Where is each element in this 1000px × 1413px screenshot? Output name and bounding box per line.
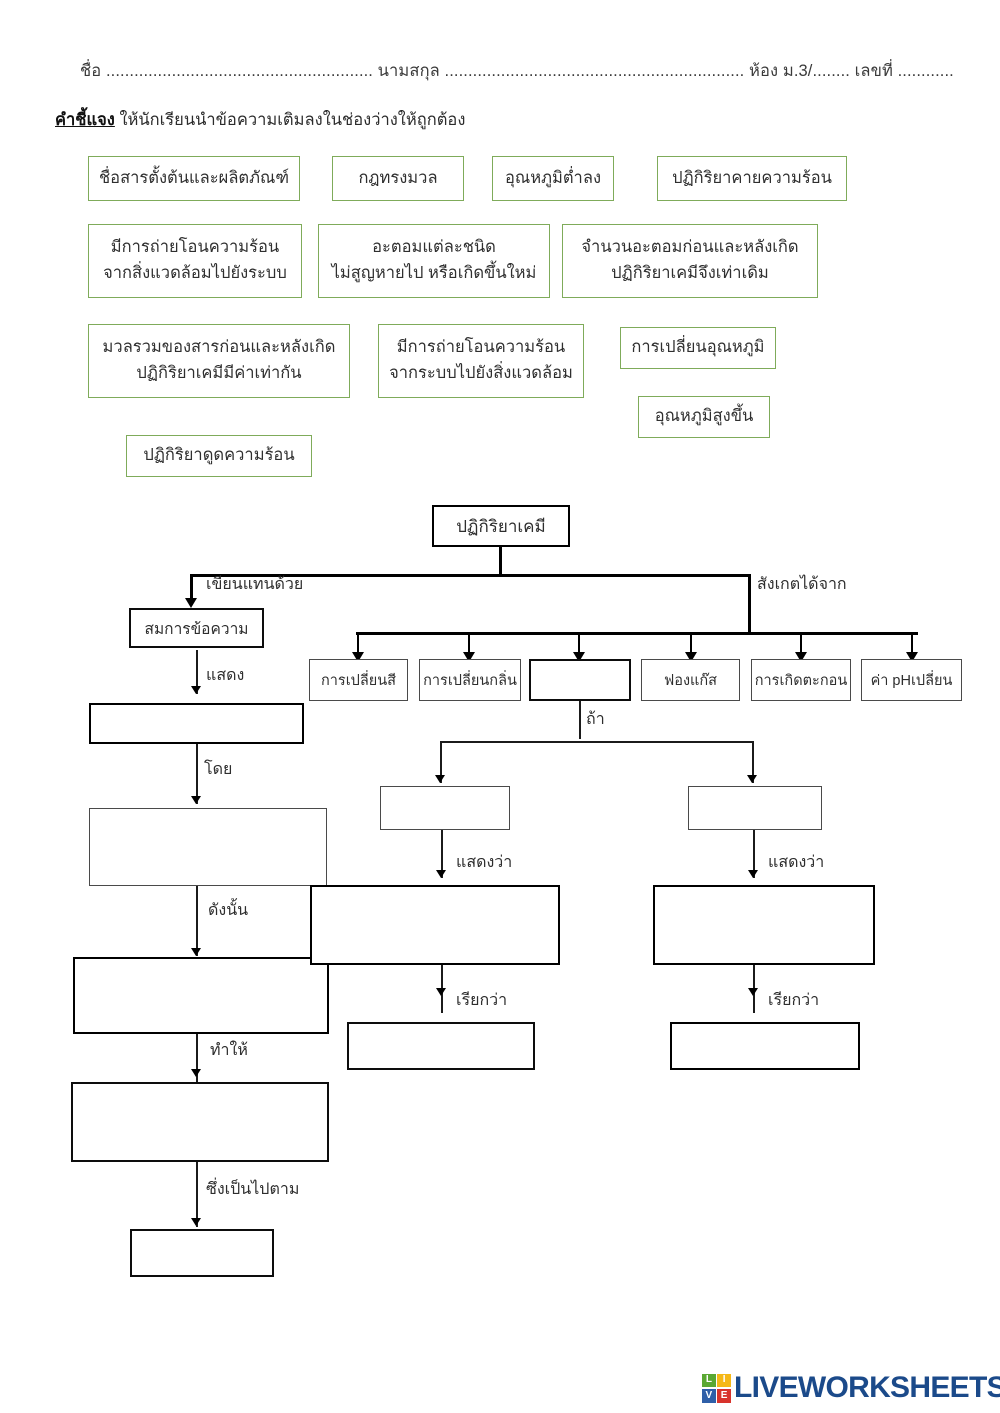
connector-temp-stem <box>579 701 581 739</box>
left-node-5[interactable] <box>71 1082 329 1162</box>
word-bank-item-12[interactable]: ปฏิกิริยาดูดความร้อน <box>126 435 312 477</box>
connector-obs-drop-5 <box>800 632 803 657</box>
word-bank-item-2[interactable]: กฎทรงมวล <box>332 156 464 201</box>
word-bank-item-4[interactable]: ปฏิกิริยาคายความร้อน <box>657 156 847 201</box>
connector-left-drop <box>190 574 193 601</box>
liveworksheets-logo[interactable]: L I V E LIVEWORKSHEETS <box>702 1373 1000 1403</box>
temp-left-node-2[interactable] <box>310 885 560 965</box>
observation-box-4[interactable]: ฟองแก๊ส <box>641 659 740 701</box>
edge-label-if: ถ้า <box>586 711 605 728</box>
temp-left-node-3[interactable] <box>347 1022 535 1070</box>
temp-right-node-3[interactable] <box>670 1022 860 1070</box>
left-node-1[interactable]: สมการข้อความ <box>129 608 264 648</box>
arrowhead-left-drop <box>185 598 197 608</box>
liveworksheets-mark-icon: L I V E <box>702 1373 731 1403</box>
arrowhead-obs-6 <box>906 652 918 662</box>
connector-left-3-4 <box>196 886 198 956</box>
connector-left-4-5 <box>196 1034 198 1094</box>
connector-observation-bus <box>356 632 918 635</box>
arrowhead-obs-1 <box>352 652 364 662</box>
connector-left-1-2 <box>196 650 198 694</box>
arrowhead-obs-2 <box>463 652 475 662</box>
connector-temp-bus <box>440 741 753 743</box>
temp-right-node-2[interactable] <box>653 885 875 965</box>
word-bank-item-9[interactable]: มีการถ่ายโอนความร้อน จากระบบไปยังสิ่งแวด… <box>378 324 584 398</box>
connector-obs-drop-3 <box>578 632 581 657</box>
arrowhead-temp-left <box>435 775 445 783</box>
connector-right-drop <box>748 574 751 634</box>
connector-left-5-6 <box>196 1162 198 1227</box>
logo-letter-i: I <box>717 1373 731 1388</box>
left-node-3[interactable] <box>89 808 327 886</box>
edge-label-indicates-left: แสดงว่า <box>456 854 513 871</box>
connector-left-2-3 <box>196 744 198 804</box>
left-node-4[interactable] <box>73 957 329 1034</box>
instruction-text: ให้นักเรียนนำข้อความเติมลงในช่องว่างให้ถ… <box>114 111 466 129</box>
logo-letter-e: E <box>717 1388 731 1403</box>
arrowhead-left-2-3 <box>191 796 201 804</box>
logo-letter-l: L <box>702 1373 716 1388</box>
edge-label-indicates-right: แสดงว่า <box>768 854 825 871</box>
instruction-line: คำชี้แจง ให้นักเรียนนำข้อความเติมลงในช่อ… <box>55 107 465 133</box>
arrowhead-temp-right-1-2 <box>748 870 758 878</box>
liveworksheets-wordmark: LIVEWORKSHEETS <box>734 1371 1000 1404</box>
word-bank-item-5[interactable]: มีการถ่ายโอนความร้อน จากสิ่งแวดล้อมไปยัง… <box>88 224 302 298</box>
edge-label-observed-from: สังเกตได้จาก <box>757 576 847 593</box>
connector-root-stem <box>499 547 502 576</box>
connector-obs-drop-1 <box>357 632 360 657</box>
arrowhead-left-5-6 <box>191 1218 201 1226</box>
arrowhead-temp-left-2-3 <box>436 988 446 996</box>
edge-label-called-left: เรียกว่า <box>456 992 508 1009</box>
connector-temp-left-1-2 <box>441 830 443 878</box>
word-bank-item-11[interactable]: อุณหภูมิสูงขึ้น <box>638 396 770 438</box>
flow-root-node[interactable]: ปฏิกิริยาเคมี <box>432 505 570 547</box>
temp-right-node-1[interactable] <box>688 786 822 830</box>
arrowhead-obs-4 <box>685 652 697 662</box>
observation-box-2[interactable]: การเปลี่ยนกลิ่น <box>419 659 521 701</box>
instruction-label: คำชี้แจง <box>55 111 115 129</box>
connector-obs-drop-4 <box>690 632 693 657</box>
arrowhead-left-3-4 <box>191 948 201 956</box>
arrowhead-temp-right-2-3 <box>748 988 758 996</box>
observation-box-3[interactable] <box>529 659 631 701</box>
student-info-line: ชื่อ ...................................… <box>80 62 954 80</box>
word-bank-item-8[interactable]: มวลรวมของสารก่อนและหลังเกิด ปฏิกิริยาเคม… <box>88 324 350 398</box>
edge-label-therefore: ดังนั้น <box>208 902 249 919</box>
arrowhead-temp-left-1-2 <box>436 870 446 878</box>
arrowhead-obs-5 <box>795 652 807 662</box>
connector-temp-right-drop <box>752 741 754 783</box>
word-bank-item-10[interactable]: การเปลี่ยนอุณหภูมิ <box>620 327 776 369</box>
arrowhead-left-4-5 <box>191 1069 201 1077</box>
edge-label-shows: แสดง <box>206 667 245 684</box>
edge-label-by: โดย <box>204 761 233 778</box>
word-bank-item-3[interactable]: อุณหภูมิต่ำลง <box>492 156 614 201</box>
observation-box-5[interactable]: การเกิดตะกอน <box>751 659 851 701</box>
arrowhead-obs-3 <box>573 652 585 662</box>
connector-temp-right-1-2 <box>753 830 755 878</box>
left-node-6[interactable] <box>130 1229 274 1277</box>
arrowhead-temp-right <box>747 775 757 783</box>
connector-obs-drop-2 <box>468 632 471 657</box>
connector-temp-left-drop <box>440 741 442 783</box>
observation-box-6[interactable]: ค่า pHเปลี่ยน <box>861 659 962 701</box>
observation-box-1[interactable]: การเปลี่ยนสี <box>309 659 408 701</box>
word-bank-item-1[interactable]: ชื่อสารตั้งต้นและผลิตภัณฑ์ <box>88 156 300 201</box>
temp-left-node-1[interactable] <box>380 786 510 830</box>
edge-label-called-right: เรียกว่า <box>768 992 820 1009</box>
edge-label-according-to: ซึ่งเป็นไปตาม <box>206 1181 300 1198</box>
edge-label-causing: ทำให้ <box>210 1042 248 1059</box>
word-bank-item-6[interactable]: อะตอมแต่ละชนิด ไม่สูญหายไป หรือเกิดขึ้นใ… <box>318 224 550 298</box>
edge-label-written-as: เขียนแทนด้วย <box>206 576 304 593</box>
connector-obs-drop-6 <box>911 632 914 657</box>
logo-letter-v: V <box>702 1388 716 1403</box>
connector-main-bus <box>190 574 751 577</box>
word-bank-item-7[interactable]: จำนวนอะตอมก่อนและหลังเกิด ปฏิกิริยาเคมีจ… <box>562 224 818 298</box>
arrowhead-left-1-2 <box>191 686 201 694</box>
left-node-2[interactable] <box>89 703 304 744</box>
